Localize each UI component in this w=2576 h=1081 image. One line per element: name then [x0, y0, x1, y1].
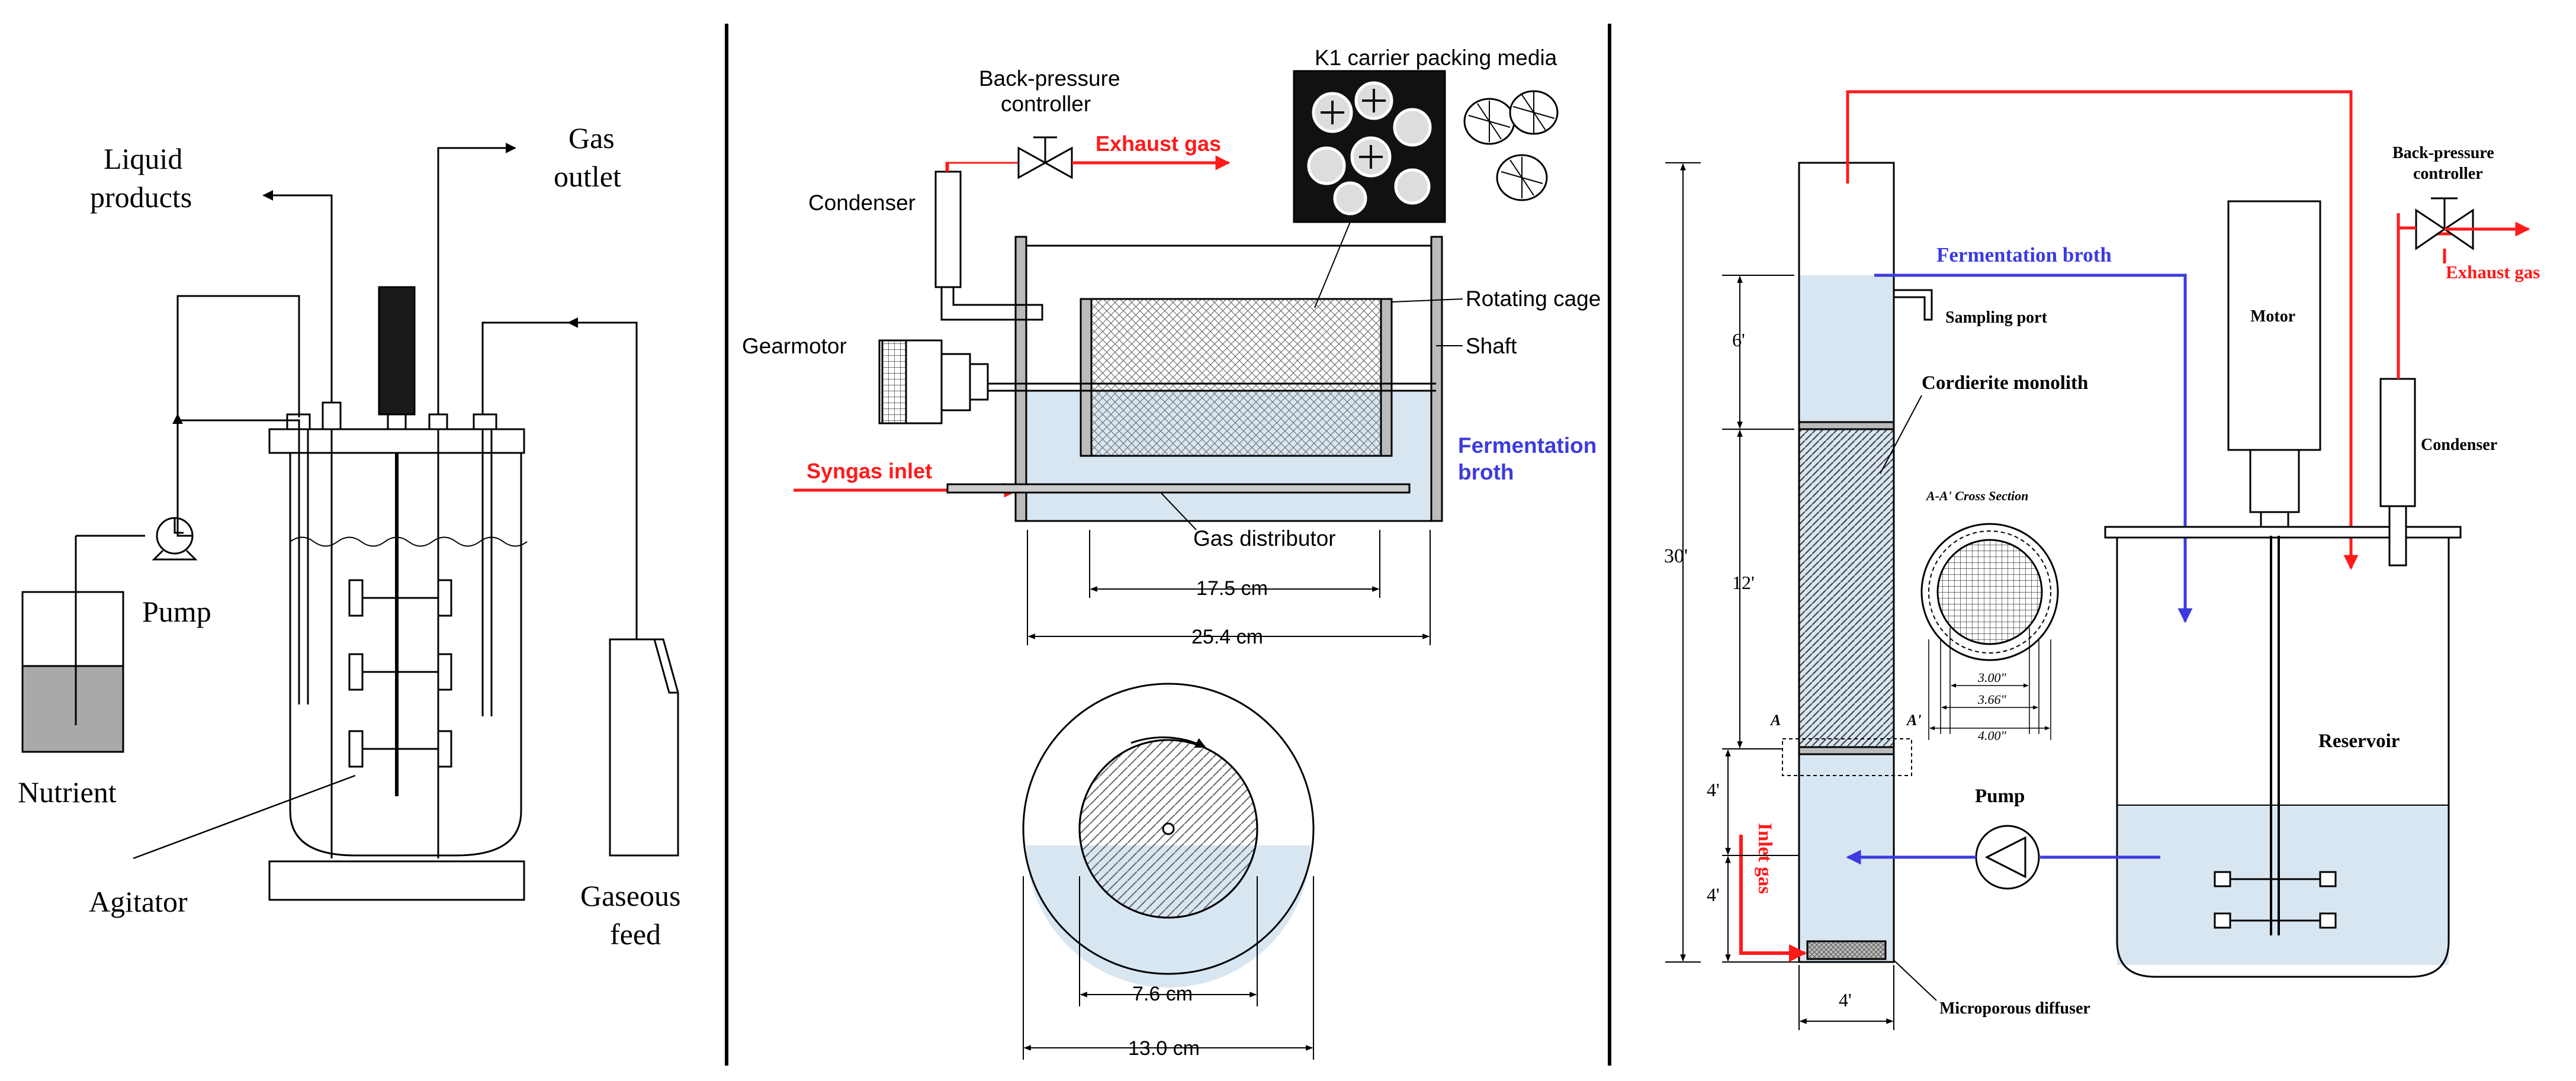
back-pressure-label-2: controller	[1001, 92, 1091, 116]
exhaust-gas-label: Exhaust gas	[1096, 131, 1221, 156]
shaft-label: Shaft	[1466, 334, 1517, 358]
fermentation-broth-label-2: broth	[1458, 460, 1514, 484]
dim-25-4: 25.4 cm	[1191, 626, 1263, 648]
pump-label: Pump	[142, 595, 211, 628]
k1-media-label: K1 carrier packing media	[1315, 46, 1557, 70]
gas-outlet-label: Gas	[568, 121, 615, 155]
label-a: A	[1769, 712, 1781, 729]
gaseous-feed-label-2: feed	[610, 918, 661, 951]
gearmotor-label: Gearmotor	[742, 334, 847, 358]
stirred-tank-reactor	[21, 143, 679, 901]
cordierite-monolith-label: Cordierite monolith	[1922, 372, 2088, 394]
back-pressure-right-label-2: controller	[2413, 165, 2483, 183]
dim-13-0: 13.0 cm	[1128, 1037, 1200, 1060]
pump-right-label: Pump	[1975, 786, 2025, 807]
label-a-prime: A'	[1906, 712, 1922, 729]
dim-4-width: 4'	[1839, 989, 1852, 1011]
middle-panel-labels: Back-pressure controller Exhaust gas K1 …	[742, 46, 1601, 1060]
dim-17-5: 17.5 cm	[1196, 577, 1268, 600]
dim-3-00: 3.00"	[1977, 670, 2007, 685]
fermentation-broth-right-label: Fermentation broth	[1936, 243, 2112, 266]
gaseous-feed-label: Gaseous	[580, 879, 680, 912]
dim-6: 6'	[1732, 329, 1745, 350]
inlet-gas-label: Inlet gas	[1754, 823, 1775, 894]
dim-12: 12'	[1732, 572, 1755, 593]
condenser-right-label: Condenser	[2421, 436, 2497, 454]
fermentation-broth-label: Fermentation	[1458, 433, 1597, 458]
cross-section-label: A-A' Cross Section	[1925, 488, 2028, 503]
gas-outlet-label-2: outlet	[554, 160, 621, 193]
gas-distributor-label: Gas distributor	[1193, 526, 1336, 551]
syngas-inlet-label: Syngas inlet	[807, 459, 932, 483]
dim-4-lower: 4'	[1707, 884, 1720, 905]
right-panel-labels: Fermentation broth Sampling port Cordier…	[1664, 144, 2540, 1018]
dim-4-00: 4.00"	[1978, 728, 2007, 743]
sampling-port-label: Sampling port	[1945, 308, 2048, 327]
rotating-bed-reactor	[794, 70, 1559, 1060]
rotating-cage-label: Rotating cage	[1466, 287, 1601, 311]
dim-4-upper: 4'	[1707, 779, 1720, 800]
liquid-products-label: Liquid	[104, 142, 182, 175]
dim-30: 30'	[1664, 545, 1688, 567]
nutrient-label: Nutrient	[18, 776, 117, 809]
monolith-biofilm-reactor	[1665, 90, 2530, 1030]
dim-7-6: 7.6 cm	[1132, 983, 1193, 1005]
motor-label: Motor	[2250, 307, 2295, 326]
exhaust-gas-right-label: Exhaust gas	[2446, 262, 2540, 282]
reservoir-label: Reservoir	[2318, 731, 2400, 752]
microporous-diffuser-label: Microporous diffuser	[1939, 999, 2090, 1018]
condenser-label: Condenser	[808, 191, 916, 215]
liquid-products-label-2: products	[90, 181, 192, 214]
dim-3-66: 3.66"	[1977, 692, 2007, 707]
agitator-label: Agitator	[89, 885, 188, 918]
left-panel-labels: Liquid products Gas outlet Pump Nutrient…	[18, 121, 680, 951]
back-pressure-right-label: Back-pressure	[2392, 144, 2494, 162]
back-pressure-label: Back-pressure	[979, 66, 1120, 91]
